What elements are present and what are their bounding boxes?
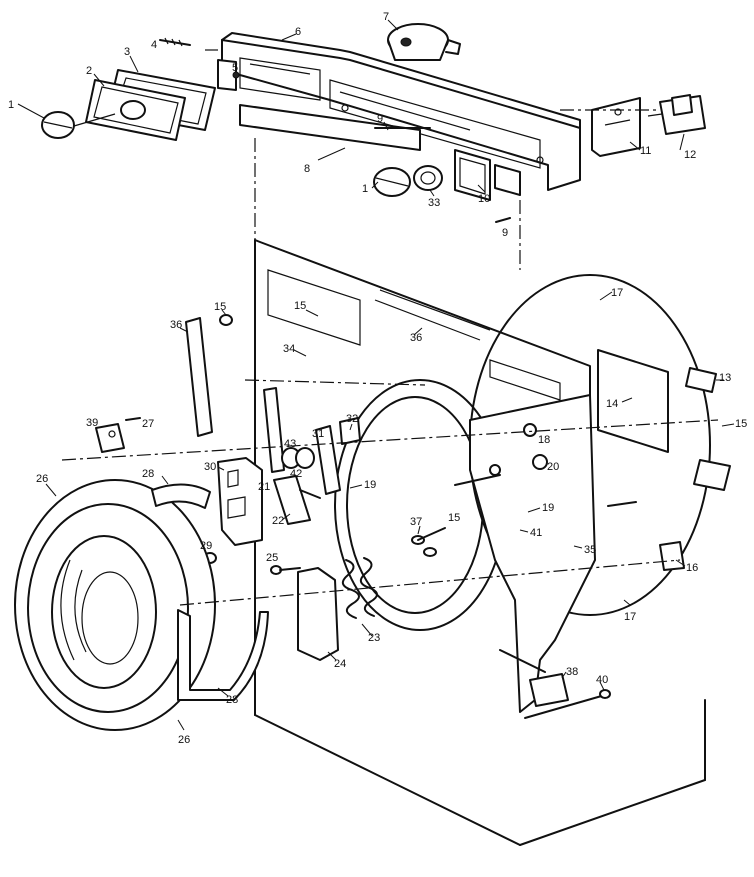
label-25: 25 bbox=[266, 552, 278, 564]
label-21: 21 bbox=[258, 481, 270, 493]
label-38: 38 bbox=[566, 666, 578, 678]
label-18: 18 bbox=[538, 434, 550, 446]
label-39: 39 bbox=[86, 417, 98, 429]
label-15-panel: 15 bbox=[294, 300, 306, 312]
label-15-upper: 15 bbox=[214, 301, 226, 313]
assembly-guide-lines bbox=[61, 49, 719, 606]
label-24: 24 bbox=[334, 658, 346, 670]
label-37: 37 bbox=[410, 516, 422, 528]
label-14: 14 bbox=[606, 398, 618, 410]
label-11: 11 bbox=[640, 145, 651, 157]
label-12: 12 bbox=[684, 149, 696, 161]
label-40: 40 bbox=[596, 674, 608, 686]
label-35: 35 bbox=[584, 544, 596, 556]
door-assembly bbox=[14, 479, 269, 731]
label-30: 30 bbox=[204, 461, 216, 473]
label-3: 3 bbox=[124, 46, 130, 58]
label-19-left: 19 bbox=[364, 479, 376, 491]
label-29: 29 bbox=[200, 540, 212, 552]
label-9-top: 9 bbox=[377, 113, 383, 125]
label-32: 32 bbox=[346, 413, 358, 425]
label-17-top: 17 bbox=[611, 287, 623, 299]
label-33: 33 bbox=[428, 197, 440, 209]
label-7: 7 bbox=[383, 11, 389, 23]
part-labels: 1 2 3 4 5 6 7 8 9 9 10 11 12 13 14 15 15… bbox=[8, 11, 747, 746]
label-13: 13 bbox=[719, 372, 731, 384]
cabinet-body bbox=[254, 239, 731, 846]
label-2: 2 bbox=[86, 65, 92, 77]
label-28-top: 28 bbox=[142, 468, 154, 480]
label-26-top: 26 bbox=[36, 473, 48, 485]
label-27: 27 bbox=[142, 418, 154, 430]
label-34: 34 bbox=[283, 343, 295, 355]
label-4: 4 bbox=[151, 39, 157, 51]
label-26-bottom: 26 bbox=[178, 734, 190, 746]
label-8: 8 bbox=[304, 163, 310, 175]
label-42: 42 bbox=[290, 468, 302, 480]
label-36-panel: 36 bbox=[410, 332, 422, 344]
label-1-right: 1 bbox=[362, 183, 368, 195]
label-36-left: 36 bbox=[170, 319, 182, 331]
label-5: 5 bbox=[232, 62, 238, 74]
door-lock-parts bbox=[95, 314, 446, 661]
label-15-right: 15 bbox=[735, 418, 747, 430]
control-panel-assembly bbox=[41, 23, 706, 223]
label-1-left: 1 bbox=[8, 99, 14, 111]
label-17-bottom: 17 bbox=[624, 611, 636, 623]
label-15-lower: 15 bbox=[448, 512, 460, 524]
label-10: 10 bbox=[478, 193, 490, 205]
label-9-bottom: 9 bbox=[502, 227, 508, 239]
label-22: 22 bbox=[272, 515, 284, 527]
label-43: 43 bbox=[284, 438, 296, 450]
label-23: 23 bbox=[368, 632, 380, 644]
label-20: 20 bbox=[547, 461, 559, 473]
label-16: 16 bbox=[686, 562, 698, 574]
label-31: 31 bbox=[312, 428, 324, 440]
label-28-bottom: 28 bbox=[226, 694, 238, 706]
label-6: 6 bbox=[295, 26, 301, 38]
label-19-right: 19 bbox=[542, 502, 554, 514]
label-41: 41 bbox=[530, 527, 542, 539]
